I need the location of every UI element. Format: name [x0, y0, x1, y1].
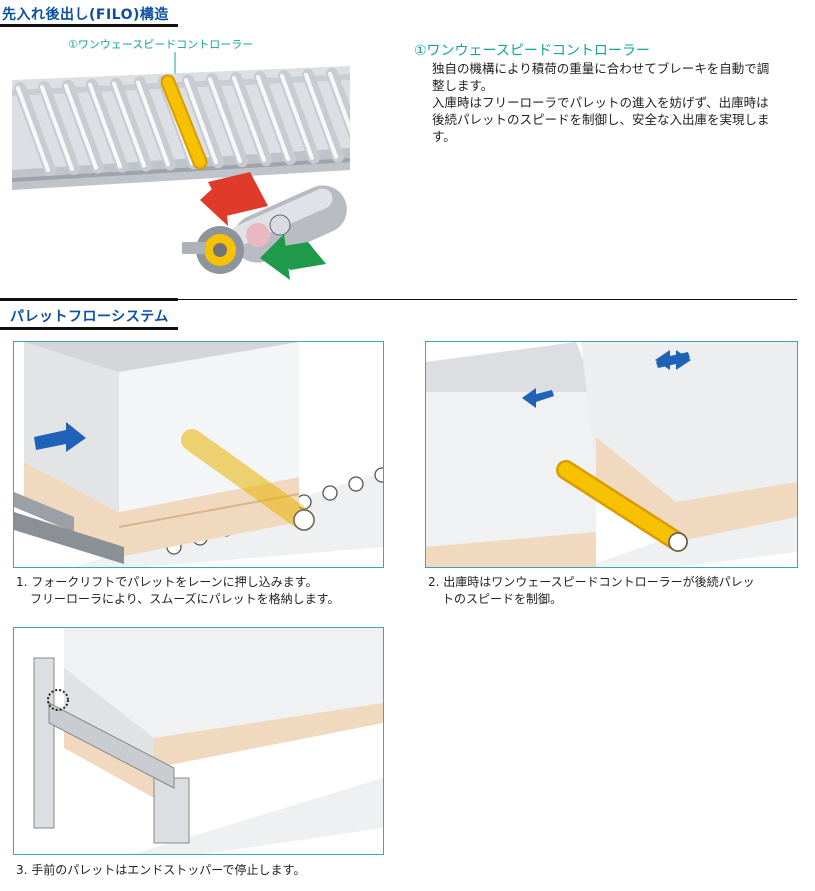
description-line: 整します。: [432, 77, 802, 94]
caption-line: トのスピードを制御。: [428, 591, 813, 608]
heading-underline: [0, 24, 178, 27]
caption-line: 1. フォークリフトでパレットをレーンに押し込みます。: [16, 574, 396, 591]
filo-illustration: ①ワンウェースピードコントローラー: [10, 30, 350, 290]
roller-end: [323, 486, 337, 500]
roller-end: [375, 468, 383, 482]
step-2-panel: [425, 341, 798, 568]
description-title: ①ワンウェースピードコントローラー: [414, 40, 650, 60]
step-1-panel: [13, 341, 384, 568]
step-3-caption: 3. 手前のパレットはエンドストッパーで停止します。: [16, 862, 396, 879]
roller-end: [349, 477, 363, 491]
step-3-panel: [13, 627, 384, 855]
description-line: す。: [432, 128, 802, 145]
heading-underline: [0, 327, 178, 330]
description-line: 入庫時はフリーローラでパレットの進入を妨げず、出庫時は: [432, 94, 802, 111]
description-line: 独自の機構により積荷の重量に合わせてブレーキを自動で調: [432, 60, 802, 77]
controller-cutaway: [182, 172, 350, 280]
description-body: 独自の機構により積荷の重量に合わせてブレーキを自動で調 整します。 入庫時はフリ…: [432, 60, 802, 145]
step-1-caption: 1. フォークリフトでパレットをレーンに押し込みます。 フリーローラにより、スム…: [16, 574, 396, 608]
step-2-caption: 2. 出庫時はワンウェースピードコントローラーが後続パレッ トのスピードを制御。: [428, 574, 813, 608]
caption-line: 2. 出庫時はワンウェースピードコントローラーが後続パレッ: [428, 574, 813, 591]
section-heading-filo: 先入れ後出し(FILO)構造: [2, 4, 169, 24]
description-line: 後続パレットのスピードを制御し、安全な入出庫を実現しま: [432, 111, 802, 128]
caption-line: 3. 手前のパレットはエンドストッパーで停止します。: [16, 862, 396, 879]
section-heading-pallet-flow: パレットフローシステム: [10, 306, 169, 326]
caption-line: フリーローラにより、スムーズにパレットを格納します。: [16, 591, 396, 608]
section-divider-accent: [0, 298, 178, 301]
